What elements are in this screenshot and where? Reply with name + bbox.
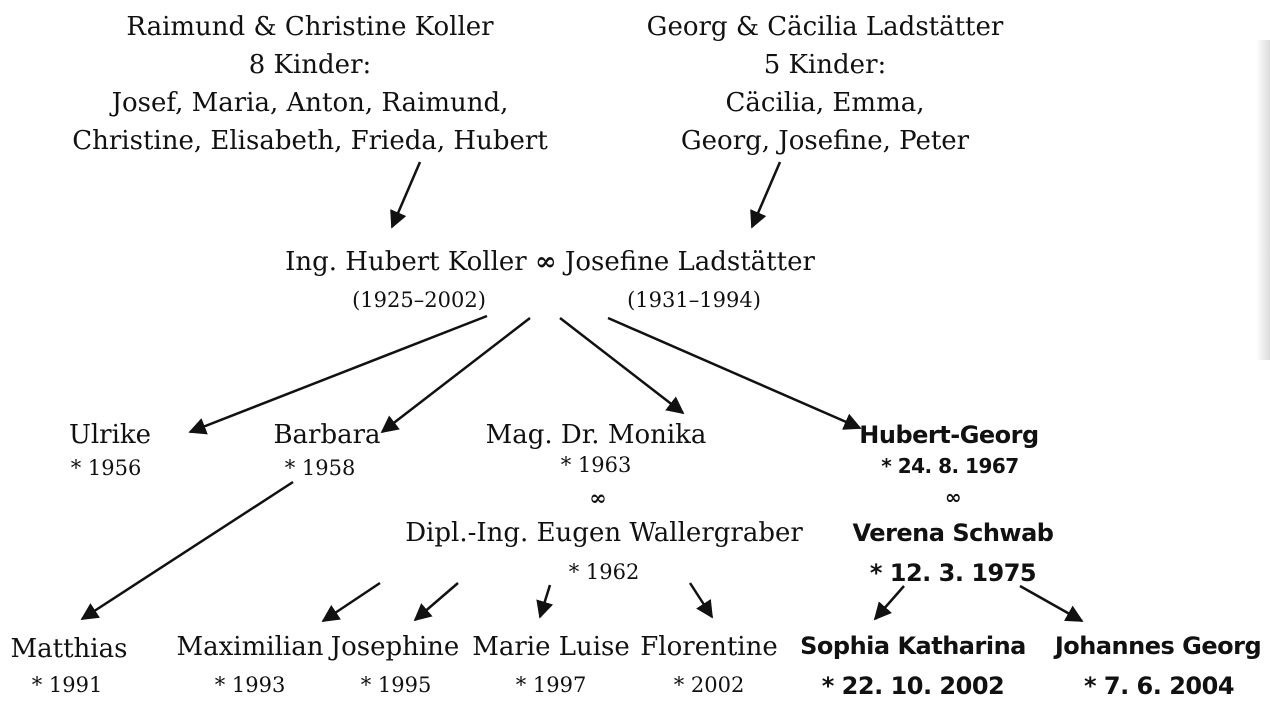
grandchild-florentine-name: Florentine <box>640 632 778 662</box>
hubert-georg-spouse-name: Verena Schwab <box>852 519 1054 547</box>
koller-parents-names: Raimund & Christine Koller <box>126 12 494 42</box>
ladstaetter-children-count: 5 Kinder: <box>763 50 887 80</box>
grandchild-florentine-born: * 2002 <box>673 673 745 697</box>
child-monika-born: * 1963 <box>560 453 632 477</box>
ladstaetter-children-list-1: Cäcilia, Emma, <box>725 88 925 118</box>
child-ulrike-born: * 1956 <box>70 456 142 480</box>
grandchild-johannes-name: Johannes Georg <box>1054 632 1262 660</box>
arrow-to-monika <box>559 317 685 415</box>
arrow-ladstaetter-to-josefine <box>750 161 782 229</box>
grandchild-maximilian-born: * 1993 <box>214 673 286 697</box>
husband-name: Ing. Hubert Koller <box>285 247 527 277</box>
marriage-symbol-icon: ∞ <box>534 247 557 277</box>
page-edge-shadow <box>1256 40 1270 360</box>
wife-name: Josefine Ladstätter <box>564 247 815 277</box>
arrow-to-hubert-georg <box>607 316 862 430</box>
grandchild-josephine-name: Josephine <box>330 632 460 662</box>
monika-spouse-name: Dipl.-Ing. Eugen Wallergraber <box>405 518 803 548</box>
grandchild-marie-luise-name: Marie Luise <box>472 632 630 662</box>
child-barbara-born: * 1958 <box>284 456 356 480</box>
arrow-to-ulrike <box>188 314 488 435</box>
couple-line: Ing. Hubert Koller ∞ Josefine Ladstätter <box>285 249 815 275</box>
husband-years: (1925–2002) <box>352 288 486 312</box>
grandchild-sophia-name: Sophia Katharina <box>800 632 1026 660</box>
arrow-to-johannes <box>1019 584 1084 623</box>
grandchild-marie-luise-born: * 1997 <box>515 673 587 697</box>
hubert-georg-marriage-symbol-icon: ∞ <box>944 485 962 509</box>
grandchild-johannes-born: * 7. 6. 2004 <box>1083 672 1235 700</box>
arrow-to-marie-luise <box>536 584 554 619</box>
arrow-to-matthias <box>80 480 294 621</box>
arrow-to-sophia <box>873 585 905 621</box>
child-barbara-name: Barbara <box>273 420 381 450</box>
monika-spouse-born: * 1962 <box>568 560 640 584</box>
arrow-koller-to-hubert <box>390 161 422 229</box>
wife-years: (1931–1994) <box>627 288 761 312</box>
grandchild-matthias-born: * 1991 <box>31 673 103 697</box>
koller-children-list-2: Christine, Elisabeth, Frieda, Hubert <box>72 126 548 156</box>
grandchild-matthias-name: Matthias <box>10 634 128 664</box>
hubert-georg-spouse-born: * 12. 3. 1975 <box>869 559 1037 587</box>
koller-children-list-1: Josef, Maria, Anton, Raimund, <box>111 88 509 118</box>
child-ulrike-name: Ulrike <box>68 420 152 450</box>
monika-marriage-symbol-icon: ∞ <box>589 485 607 510</box>
grandchild-josephine-born: * 1995 <box>360 673 432 697</box>
grandchild-maximilian-name: Maximilian <box>176 632 324 662</box>
arrow-to-maximilian <box>321 581 381 623</box>
child-monika-name: Mag. Dr. Monika <box>485 420 707 450</box>
arrow-to-josephine <box>413 582 459 622</box>
ladstaetter-parents-names: Georg & Cäcilia Ladstätter <box>646 12 1004 42</box>
child-hubert-georg-born: * 24. 8. 1967 <box>881 454 1019 478</box>
arrow-to-barbara <box>380 317 531 434</box>
koller-children-count: 8 Kinder: <box>248 50 372 80</box>
ladstaetter-children-list-2: Georg, Josefine, Peter <box>680 126 970 156</box>
grandchild-sophia-born: * 22. 10. 2002 <box>821 672 1005 700</box>
arrow-to-florentine <box>688 582 714 619</box>
child-hubert-georg-name: Hubert-Georg <box>859 421 1039 449</box>
